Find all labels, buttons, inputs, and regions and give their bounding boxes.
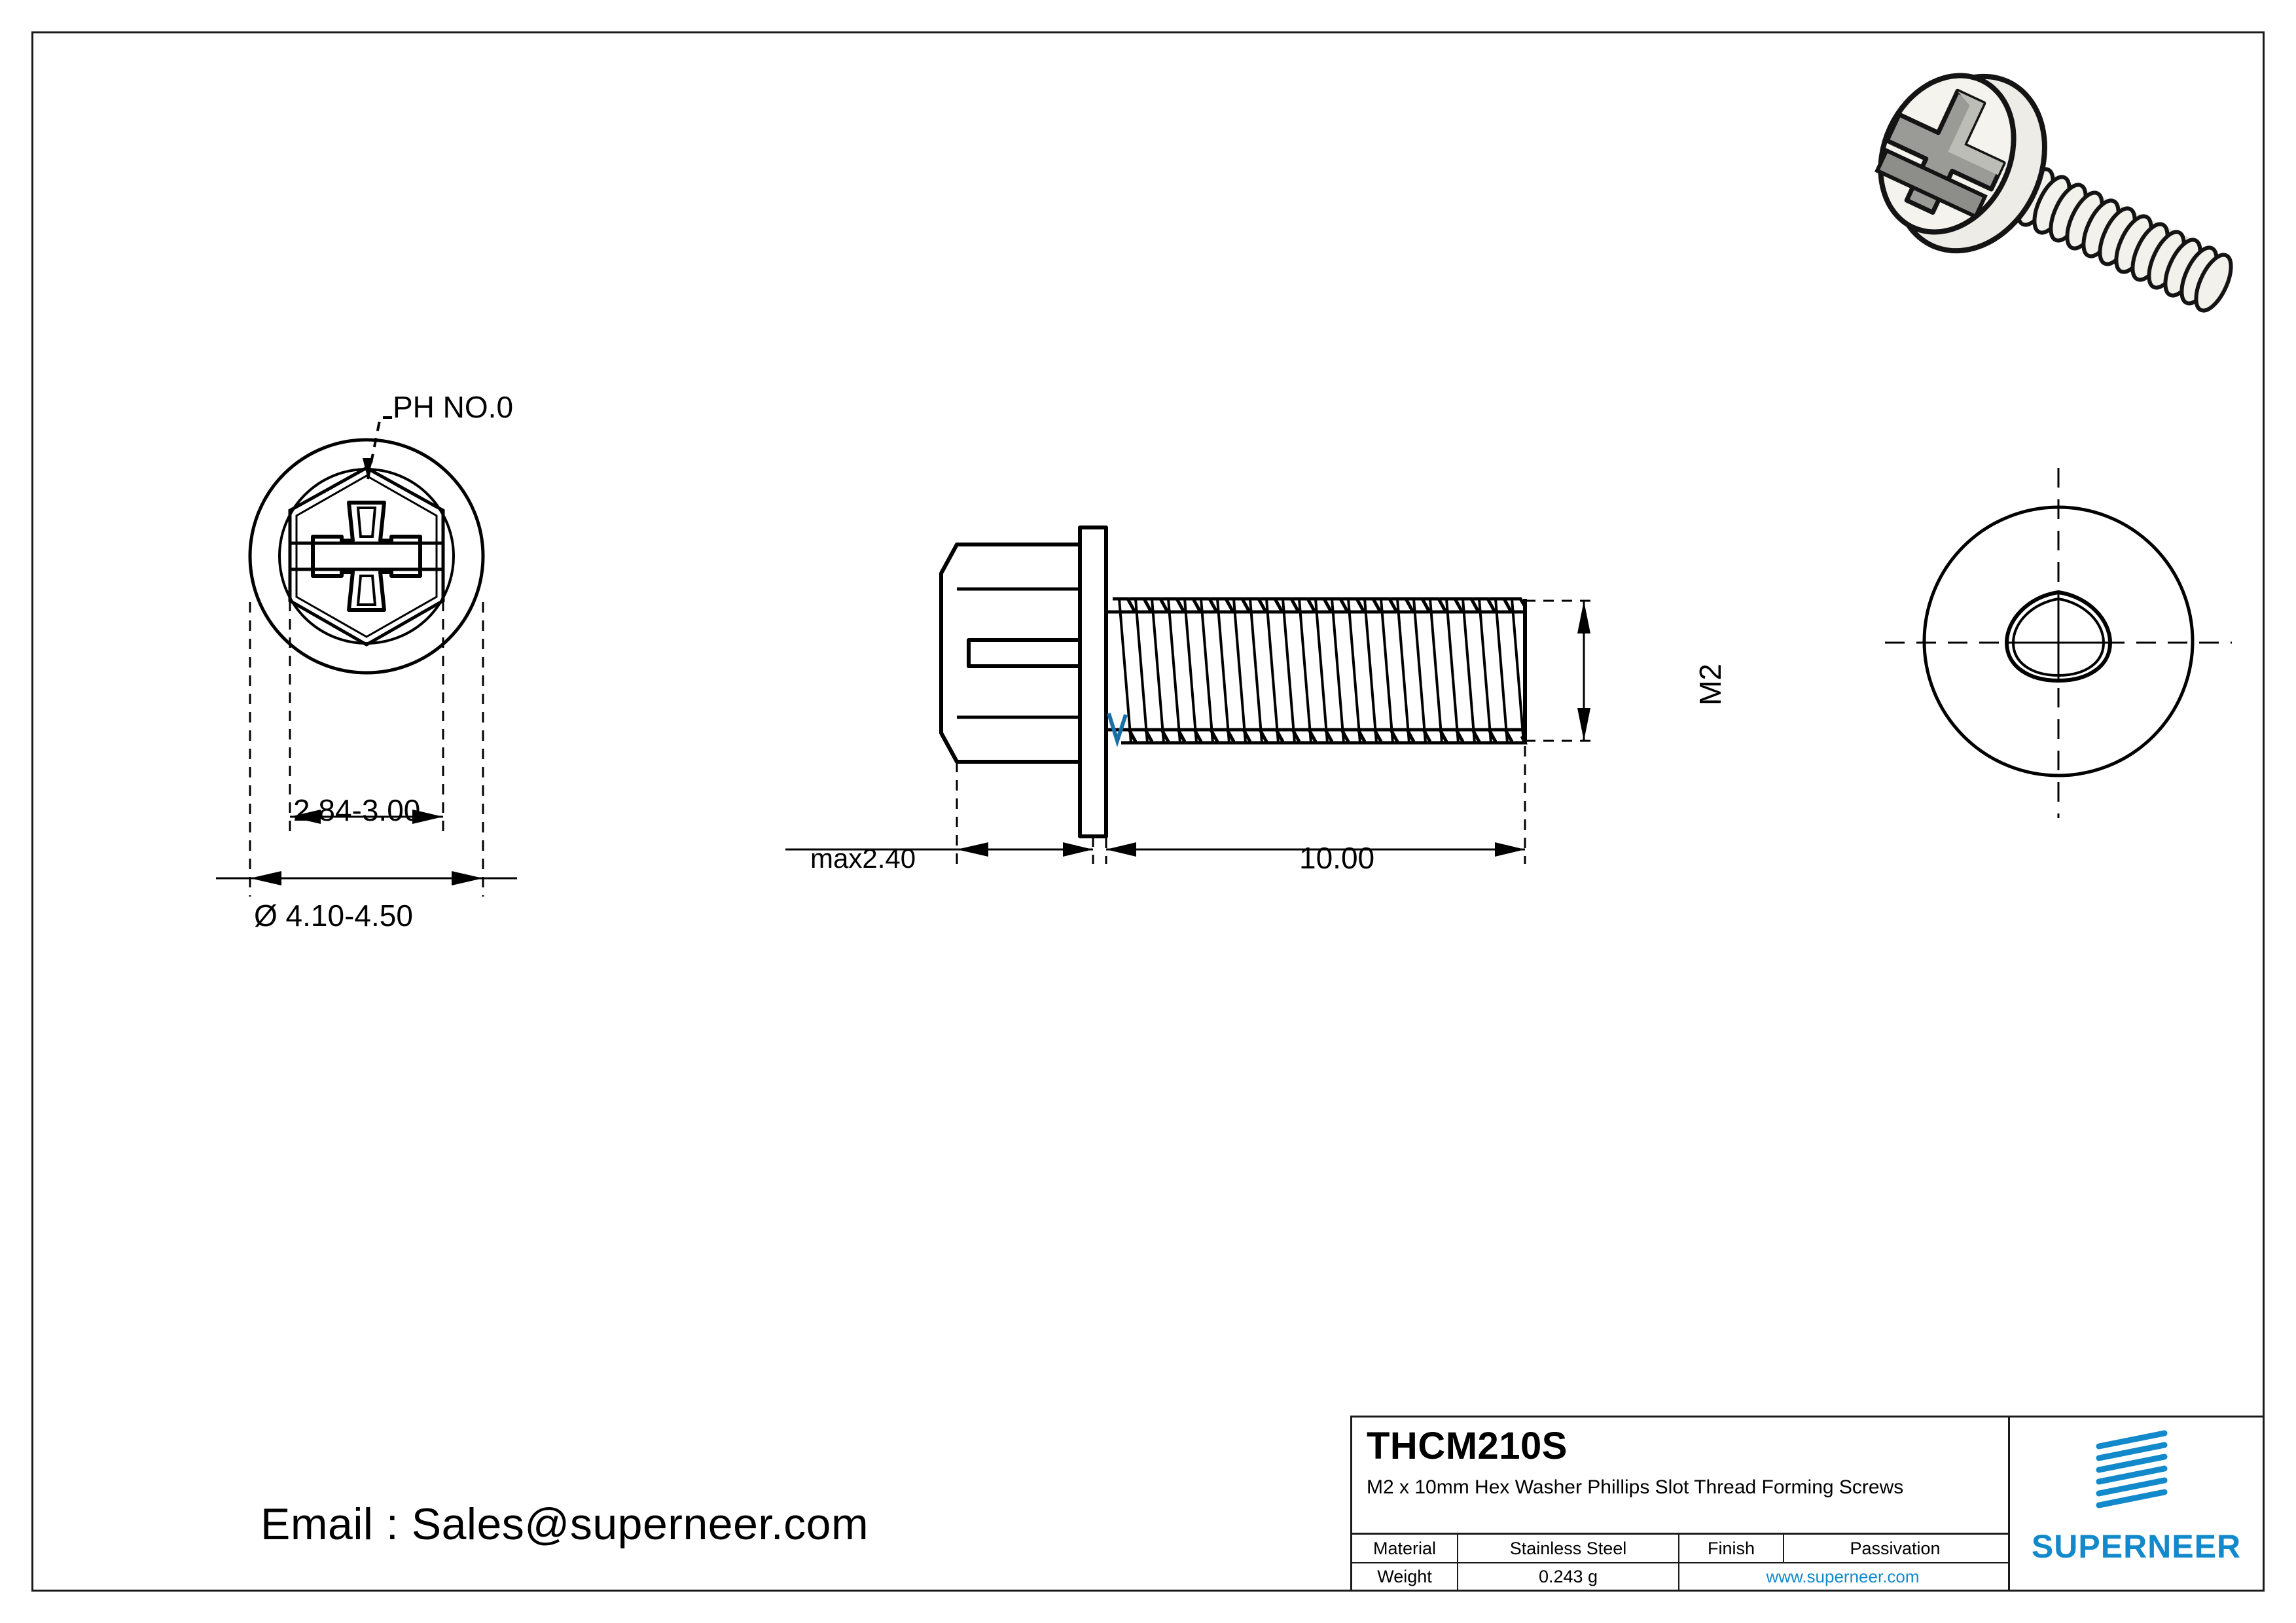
- phillips-recess: [311, 501, 422, 612]
- screw-3d-render: [1793, 26, 2291, 314]
- weight-label: Weight: [1352, 1563, 1458, 1590]
- title-block-info: THCM210S M2 x 10mm Hex Washer Phillips S…: [1352, 1418, 2010, 1590]
- material-value: Stainless Steel: [1458, 1535, 1679, 1562]
- weight-value: 0.243 g: [1458, 1563, 1679, 1590]
- washer-outer-circle: [248, 438, 485, 675]
- part-number: THCM210S: [1367, 1425, 1568, 1467]
- head-top-view: [196, 380, 655, 955]
- superneer-logo-icon: [2087, 1429, 2185, 1513]
- material-label: Material: [1352, 1535, 1458, 1562]
- dim-hex-across-flats: 2.84-3.00: [293, 793, 421, 827]
- dim-thread-length: 10.00: [1299, 841, 1375, 875]
- ph-callout-label: PH NO.0: [393, 390, 514, 424]
- title-block-heading: THCM210S M2 x 10mm Hex Washer Phillips S…: [1352, 1418, 2008, 1533]
- drawing-frame-border: [31, 31, 2265, 1592]
- bottom-end-view: [1846, 445, 2238, 838]
- washer-flange: [1078, 526, 1108, 838]
- website-link[interactable]: www.superneer.com: [1766, 1566, 1920, 1586]
- brand-name: SUPERNEER: [2031, 1528, 2242, 1565]
- finish-value: Passivation: [1850, 1538, 1941, 1558]
- dim-washer-diameter: Ø 4.10-4.50: [254, 899, 413, 933]
- hex-head-outline: [288, 466, 445, 647]
- side-view: [772, 471, 1715, 916]
- brand-panel: SUPERNEER: [2010, 1418, 2263, 1590]
- finish-label: Finish: [1679, 1535, 1784, 1562]
- part-description: M2 x 10mm Hex Washer Phillips Slot Threa…: [1367, 1476, 1904, 1498]
- thread-start-marker: [1107, 713, 1128, 747]
- dim-thread-diameter: M2: [1693, 664, 1727, 705]
- spec-table: Material Stainless Steel Finish Passivat…: [1352, 1533, 2008, 1590]
- table-row: Material Stainless Steel Finish Passivat…: [1352, 1535, 2008, 1562]
- table-row: Weight 0.243 g www.superneer.com: [1352, 1562, 2008, 1590]
- hex-head-profile: [939, 543, 1082, 764]
- title-block: THCM210S M2 x 10mm Hex Washer Phillips S…: [1350, 1416, 2265, 1592]
- thread-profile: [1113, 597, 1528, 745]
- dim-head-height: max2.40: [810, 843, 916, 874]
- contact-email: Email : Sales@superneer.com: [260, 1499, 869, 1549]
